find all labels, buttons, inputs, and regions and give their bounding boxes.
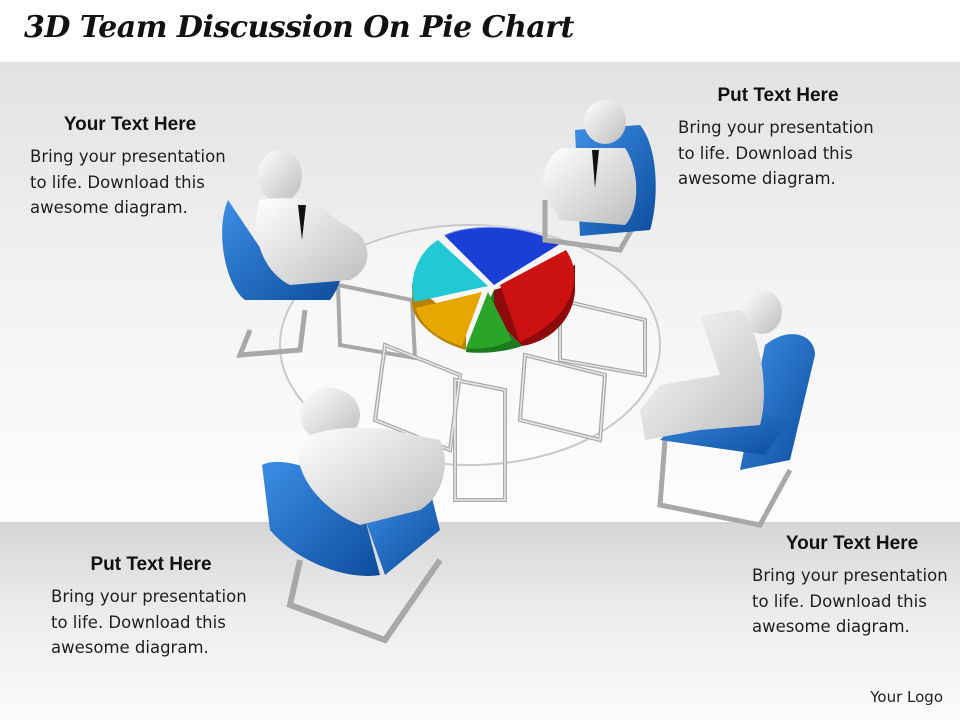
text-block-heading: Your Text Here bbox=[63, 114, 197, 135]
figure-body-icon bbox=[640, 310, 764, 440]
pie-slice-yellow bbox=[416, 292, 482, 346]
pie-chart bbox=[412, 225, 575, 353]
tie-icon bbox=[298, 205, 306, 240]
text-block-heading: Put Text Here bbox=[717, 85, 839, 106]
text-block-top-left: Your Text Here Bring your presentation t… bbox=[30, 114, 260, 221]
pie-slice-blue bbox=[444, 226, 560, 285]
text-block-body: Bring your presentation to life. Downloa… bbox=[30, 147, 226, 217]
person-top-right bbox=[542, 100, 656, 253]
slide-title: 3D Team Discussion On Pie Chart bbox=[24, 10, 574, 45]
text-block-top-right: Put Text Here Bring your presentation to… bbox=[678, 85, 908, 192]
pie-slice-green bbox=[466, 292, 512, 349]
figure-head-icon bbox=[584, 100, 626, 144]
pie-slice-red bbox=[500, 250, 575, 342]
text-block-body: Bring your presentation to life. Downloa… bbox=[678, 118, 874, 188]
person-top-left bbox=[222, 150, 368, 358]
background-lower bbox=[0, 522, 960, 720]
background-upper bbox=[0, 62, 960, 522]
text-block-bottom-left: Put Text Here Bring your presentation to… bbox=[51, 554, 281, 661]
text-block-body: Bring your presentation to life. Downloa… bbox=[51, 587, 247, 657]
text-block-body: Bring your presentation to life. Downloa… bbox=[752, 566, 948, 636]
chair-icon bbox=[262, 461, 380, 576]
figure-body-icon bbox=[298, 427, 445, 525]
figure-body-icon bbox=[256, 198, 368, 285]
text-block-bottom-right: Your Text Here Bring your presentation t… bbox=[752, 533, 960, 640]
figure-head-icon bbox=[258, 150, 302, 202]
figure-head-icon bbox=[742, 290, 782, 334]
title-bar: 3D Team Discussion On Pie Chart bbox=[0, 0, 960, 62]
person-bottom-left bbox=[262, 388, 445, 644]
text-block-heading: Your Text Here bbox=[785, 533, 919, 554]
pie-slice-cyan bbox=[412, 240, 488, 302]
person-right bbox=[640, 290, 815, 528]
text-block-heading: Put Text Here bbox=[90, 554, 212, 575]
logo-placeholder: Your Logo bbox=[870, 688, 943, 706]
tie-icon bbox=[592, 150, 599, 188]
figure-body-icon bbox=[543, 148, 637, 225]
